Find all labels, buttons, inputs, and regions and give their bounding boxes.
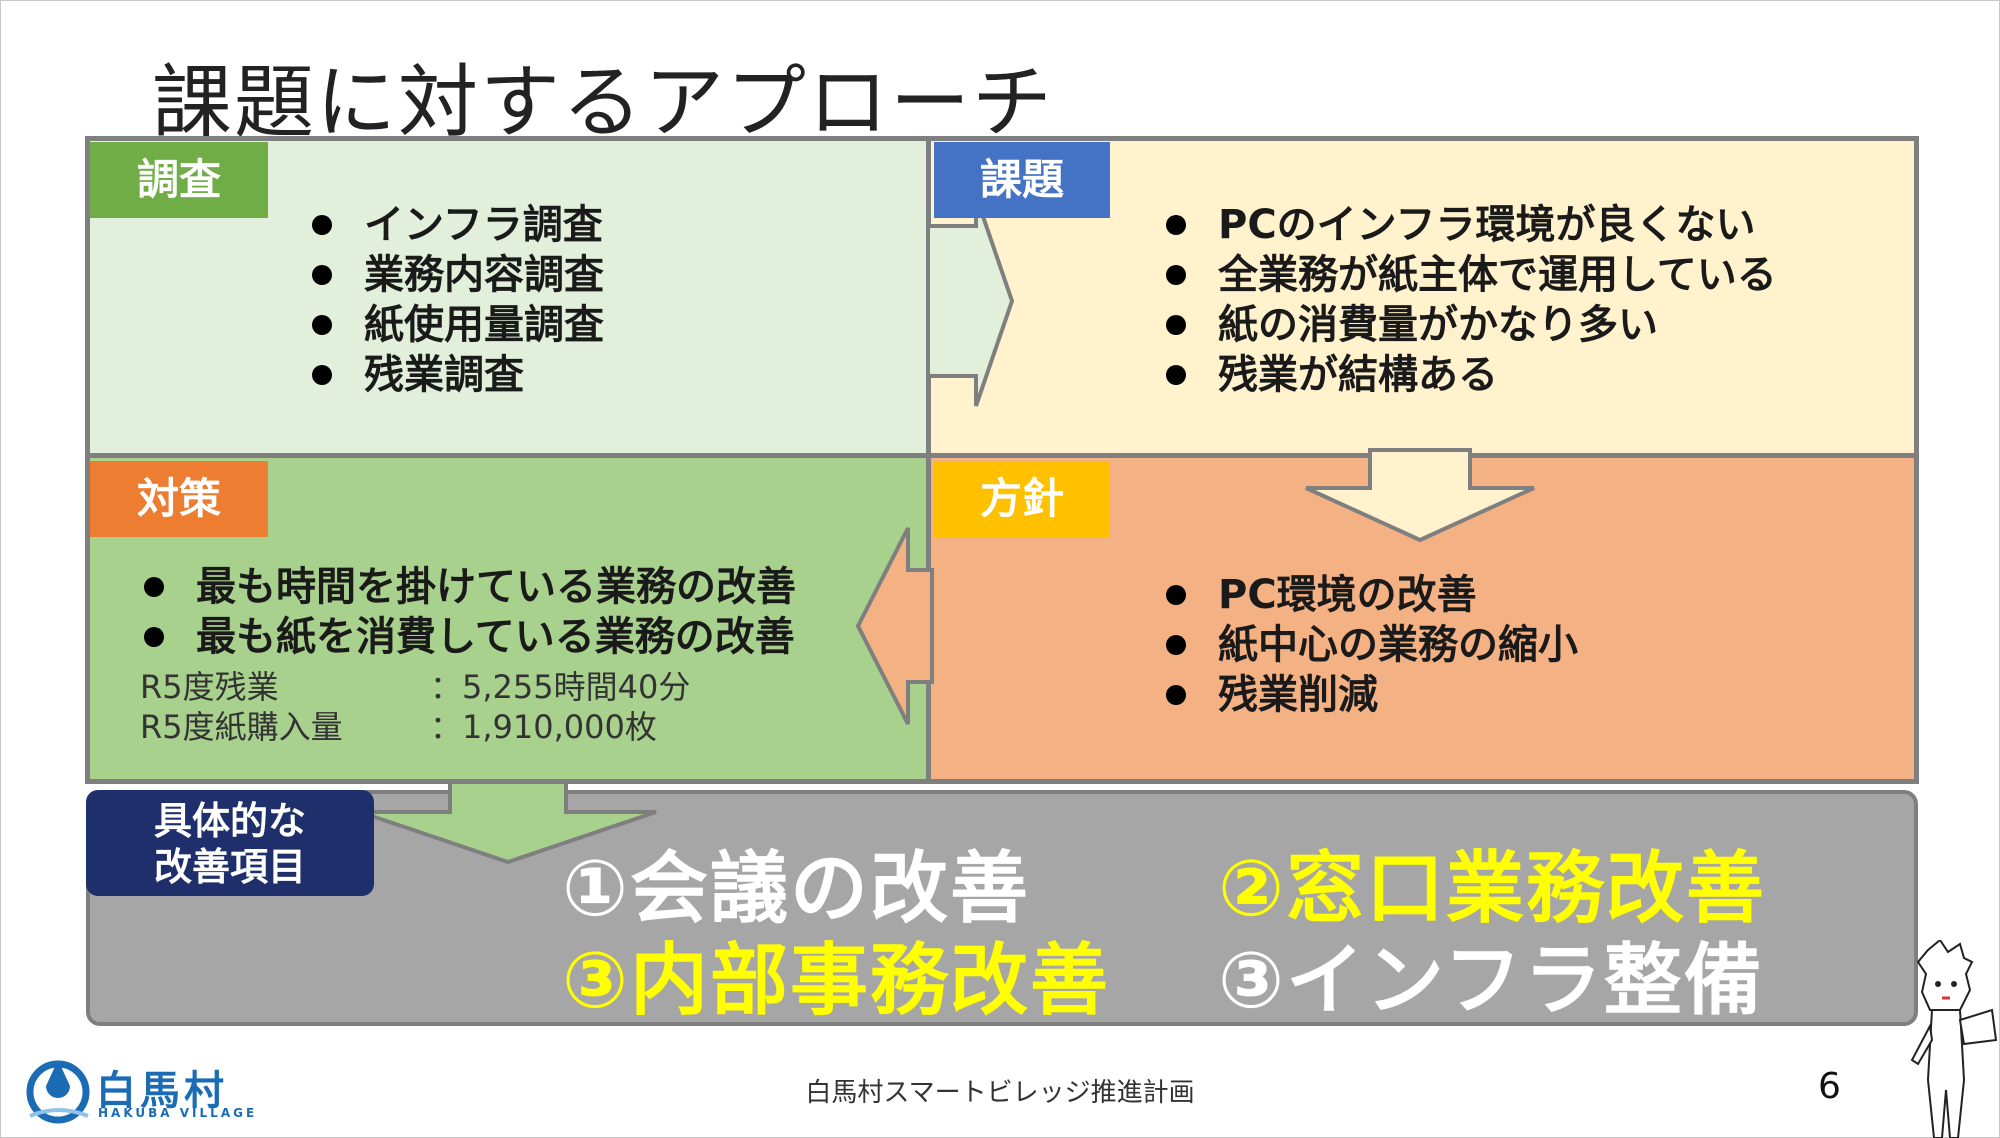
arrow-down-icon	[359, 780, 657, 865]
list-item: 紙の消費量がかなり多い	[1162, 300, 1777, 350]
list-item: 業務内容調査	[308, 250, 604, 300]
list-item: 残業調査	[308, 350, 604, 400]
list-item: 最も時間を掛けている業務の改善	[140, 562, 796, 612]
improvement-item-2: ②窓口業務改善	[1218, 844, 1767, 934]
stat-value: ：5,255時間40分	[430, 668, 691, 706]
arrow-right-icon	[926, 195, 1015, 407]
list-item: 残業削減	[1162, 670, 1578, 720]
list-item: PC環境の改善	[1162, 570, 1578, 620]
footer-title: 白馬村スマートビレッジ推進計画	[805, 1078, 1195, 1108]
list-item: 紙使用量調査	[308, 300, 604, 350]
survey-label: 調査	[90, 142, 268, 218]
list-item: 紙中心の業務の縮小	[1162, 620, 1578, 670]
improvement-item-1: ①会議の改善	[562, 844, 1031, 934]
issue-label: 課題	[934, 142, 1110, 218]
stat-key: R5度紙購入量	[140, 708, 343, 746]
list-item: 最も紙を消費している業務の改善	[140, 612, 796, 662]
improvements-label-line2: 改善項目	[153, 845, 306, 889]
policy-list: PC環境の改善 紙中心の業務の縮小 残業削減	[1162, 570, 1578, 720]
improvements-label-line1: 具体的な	[153, 799, 306, 843]
page-number: 6	[1818, 1066, 1841, 1107]
horizontal-divider	[85, 453, 1919, 458]
vertical-divider	[926, 136, 931, 784]
paper-stat: R5度紙購入量 ：1,910,000枚	[140, 702, 657, 748]
list-item: 残業が結構ある	[1162, 350, 1777, 400]
issue-list: PCのインフラ環境が良くない 全業務が紙主体で運用している 紙の消費量がかなり多…	[1162, 200, 1777, 400]
arrow-down-icon	[1305, 448, 1535, 543]
quadrant-border	[85, 136, 1919, 784]
list-item: PCのインフラ環境が良くない	[1162, 200, 1777, 250]
slide-title: 課題に対するアプローチ	[152, 56, 1054, 149]
stat-key: R5度残業	[140, 668, 279, 706]
stat-value: ：1,910,000枚	[430, 708, 657, 746]
improvement-item-4: ③インフラ整備	[1218, 936, 1764, 1026]
improvement-item-3: ③内部事務改善	[562, 936, 1111, 1026]
arrow-left-icon	[855, 527, 934, 725]
survey-list: インフラ調査 業務内容調査 紙使用量調査 残業調査	[308, 200, 604, 400]
improvements-label: 具体的な 改善項目	[86, 790, 374, 896]
mascot-character-icon	[1910, 940, 1998, 1138]
logo-subtitle: HAKUBA VILLAGE	[98, 1106, 258, 1120]
droplet-logo-icon	[26, 1060, 90, 1124]
list-item: インフラ調査	[308, 200, 604, 250]
measure-list: 最も時間を掛けている業務の改善 最も紙を消費している業務の改善	[140, 562, 796, 662]
logo-name: 白馬村	[96, 1068, 228, 1114]
improvements-panel	[86, 790, 1918, 1026]
list-item: 全業務が紙主体で運用している	[1162, 250, 1777, 300]
policy-label: 方針	[934, 461, 1110, 537]
overtime-stat: R5度残業 ：5,255時間40分	[140, 662, 690, 708]
measure-label: 対策	[90, 461, 268, 537]
